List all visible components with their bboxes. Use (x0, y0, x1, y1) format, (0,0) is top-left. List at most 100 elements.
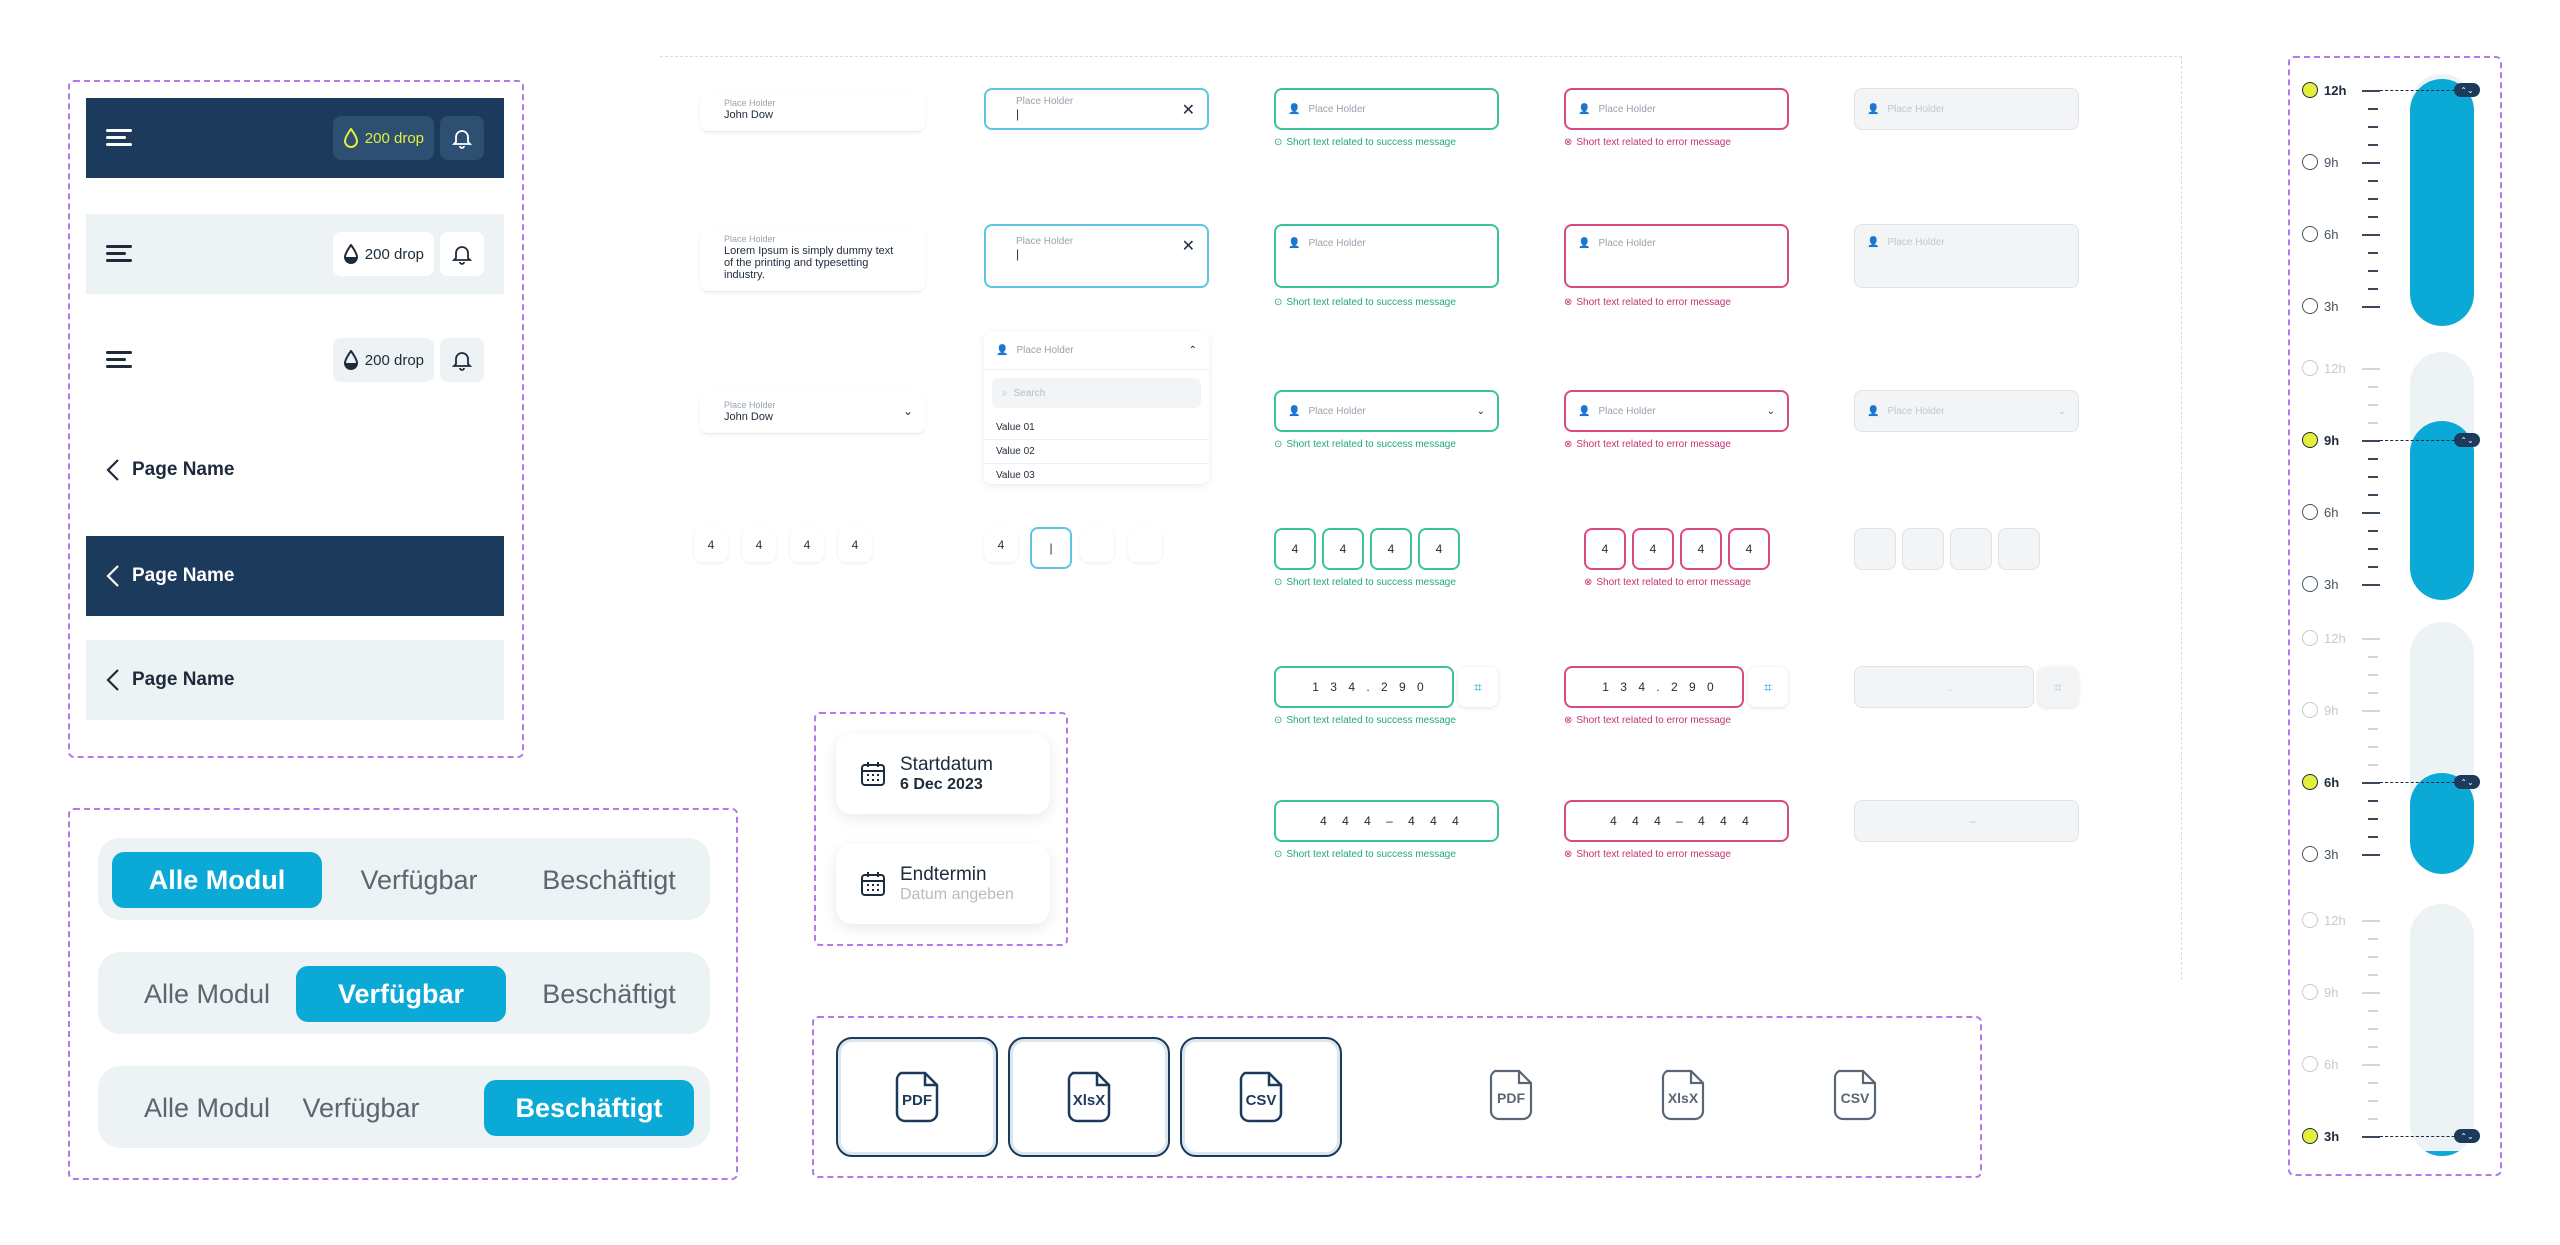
csv-export-button[interactable]: CSV (1180, 1037, 1342, 1157)
time-tick (2362, 638, 2380, 640)
dropdown-option[interactable]: Value 02 (984, 440, 1209, 464)
time-label: 12h (2302, 912, 2346, 928)
otp-digit[interactable]: 4 (694, 528, 728, 562)
segment-alle-modul[interactable]: Alle Modul (143, 1092, 271, 1123)
otp-digit-empty[interactable] (1128, 528, 1162, 562)
clock-icon (2302, 154, 2318, 170)
file-type-label: CSV (1245, 1091, 1277, 1109)
segment-beschaeftigt[interactable]: Beschäftigt (484, 1080, 694, 1136)
drop-balance-badge[interactable]: 200 drop (332, 232, 434, 276)
time-label: 6h (2302, 1056, 2338, 1072)
notification-button[interactable] (440, 338, 484, 382)
drop-balance-badge[interactable]: 200 drop (332, 116, 434, 160)
otp-digit[interactable]: 4 (1632, 528, 1674, 570)
time-tick (2362, 90, 2380, 92)
notification-button[interactable] (440, 232, 484, 276)
pdf-file-button[interactable]: PDF (1476, 1060, 1546, 1130)
time-tick (2362, 306, 2380, 308)
scan-icon: ⌗ (1474, 678, 1482, 695)
otp-digit[interactable]: 4 (1418, 528, 1460, 570)
back-button[interactable]: Page Name (106, 668, 234, 692)
time-slider-track[interactable] (2410, 74, 2474, 326)
dropdown-search[interactable]: ⌕Search (992, 378, 1201, 408)
textarea-success[interactable]: 👤Place Holder (1274, 224, 1499, 288)
pdf-file-icon (1489, 1069, 1533, 1121)
scan-button[interactable]: ⌗ (1458, 667, 1498, 707)
textarea-active[interactable]: Place Holder | ✕ (984, 224, 1209, 288)
dropdown-option[interactable]: Value 01 (984, 416, 1209, 440)
time-minor-tick (2368, 386, 2378, 388)
time-slider-handle[interactable]: ⌃⌄ (2454, 1129, 2480, 1143)
otp-digit[interactable]: 4 (742, 528, 776, 562)
check-circle-icon: ⊙ (1274, 439, 1283, 450)
otp-digit[interactable]: 4 (790, 528, 824, 562)
xlsx-file-icon (1661, 1069, 1705, 1121)
otp-digit-active[interactable]: | (1030, 527, 1072, 569)
time-slider-handle[interactable]: ⌃⌄ (2454, 433, 2480, 447)
page-header-light: Page Name (86, 640, 504, 720)
otp-digit[interactable]: 4 (1322, 528, 1364, 570)
time-slider-handle[interactable]: ⌃⌄ (2454, 775, 2480, 789)
chevron-left-icon (106, 669, 119, 691)
menu-icon[interactable] (106, 351, 132, 369)
time-slider-track[interactable] (2410, 622, 2474, 874)
select-error[interactable]: 👤Place Holder⌄ (1564, 390, 1789, 432)
check-circle-icon: ⊙ (1274, 297, 1283, 308)
segment-verfuegbar[interactable]: Verfügbar (296, 966, 506, 1022)
segment-alle-modul[interactable]: Alle Modul (143, 978, 271, 1009)
otp-digit[interactable]: 4 (1584, 528, 1626, 570)
menu-icon[interactable] (106, 129, 132, 147)
time-slider-fill (2410, 79, 2474, 326)
select-open[interactable]: 👤Place Holder ⌃ ⌕Search Value 01 Value 0… (984, 332, 1209, 484)
csv-file-button[interactable]: CSV (1820, 1060, 1890, 1130)
notification-button[interactable] (440, 116, 484, 160)
otp-digit-empty[interactable] (1080, 528, 1114, 562)
segment-beschaeftigt[interactable]: Beschäftigt (542, 864, 676, 895)
clear-icon[interactable]: ✕ (1181, 238, 1195, 255)
time-slider-handle[interactable]: ⌃⌄ (2454, 83, 2480, 97)
otp-digit[interactable]: 4 (1274, 528, 1316, 570)
time-tick (2362, 584, 2380, 586)
back-button[interactable]: Page Name (106, 564, 234, 588)
pdf-export-button[interactable]: PDF (836, 1037, 998, 1157)
phone-input-success[interactable]: 4 4 4 – 4 4 4 (1274, 800, 1499, 842)
drop-balance-badge[interactable]: 200 drop (332, 338, 434, 382)
user-icon: 👤 (1867, 237, 1880, 248)
start-date-card[interactable]: Startdatum 6 Dec 2023 (836, 734, 1050, 814)
menu-icon[interactable] (106, 245, 132, 263)
text-input-error[interactable]: 👤Place Holder (1564, 88, 1789, 130)
segment-beschaeftigt[interactable]: Beschäftigt (542, 978, 676, 1009)
time-label-text: 6h (2324, 1056, 2339, 1072)
text-input-success[interactable]: 👤Place Holder (1274, 88, 1499, 130)
xlsx-file-button[interactable]: XlsX (1648, 1060, 1718, 1130)
time-label-text: 12h (2324, 82, 2347, 98)
otp-digit[interactable]: 4 (1680, 528, 1722, 570)
otp-digit[interactable]: 4 (1728, 528, 1770, 570)
error-circle-icon: ⊗ (1564, 297, 1573, 308)
segment-verfuegbar[interactable]: Verfügbar (302, 1092, 420, 1123)
segment-alle-modul[interactable]: Alle Modul (112, 852, 322, 908)
textarea-error[interactable]: 👤Place Holder (1564, 224, 1789, 288)
select-success[interactable]: 👤Place Holder⌄ (1274, 390, 1499, 432)
xlsx-export-button[interactable]: XlsX (1008, 1037, 1170, 1157)
text-input-active[interactable]: Place Holder | ✕ (984, 88, 1209, 130)
otp-digit[interactable]: 4 (838, 528, 872, 562)
segment-verfuegbar[interactable]: Verfügbar (360, 864, 478, 895)
chevron-up-icon[interactable]: ⌃ (1188, 345, 1197, 356)
end-date-card[interactable]: Endtermin Datum angeben (836, 844, 1050, 924)
phone-input-error[interactable]: 4 4 4 – 4 4 4 (1564, 800, 1789, 842)
otp-digit[interactable]: 4 (1370, 528, 1412, 570)
serial-input-success[interactable]: 1 3 4 . 2 9 0 (1274, 666, 1454, 708)
time-slider-track[interactable] (2410, 904, 2474, 1156)
clear-icon[interactable]: ✕ (1181, 102, 1195, 119)
serial-input-error[interactable]: 1 3 4 . 2 9 0 (1564, 666, 1744, 708)
time-slider-track[interactable] (2410, 352, 2474, 600)
otp-digit[interactable]: 4 (984, 528, 1018, 562)
dropdown-option[interactable]: Value 03 (996, 470, 1035, 481)
scan-button[interactable]: ⌗ (1748, 667, 1788, 707)
select-header[interactable]: 👤Place Holder ⌃ (984, 332, 1209, 370)
back-button[interactable]: Page Name (106, 458, 234, 482)
